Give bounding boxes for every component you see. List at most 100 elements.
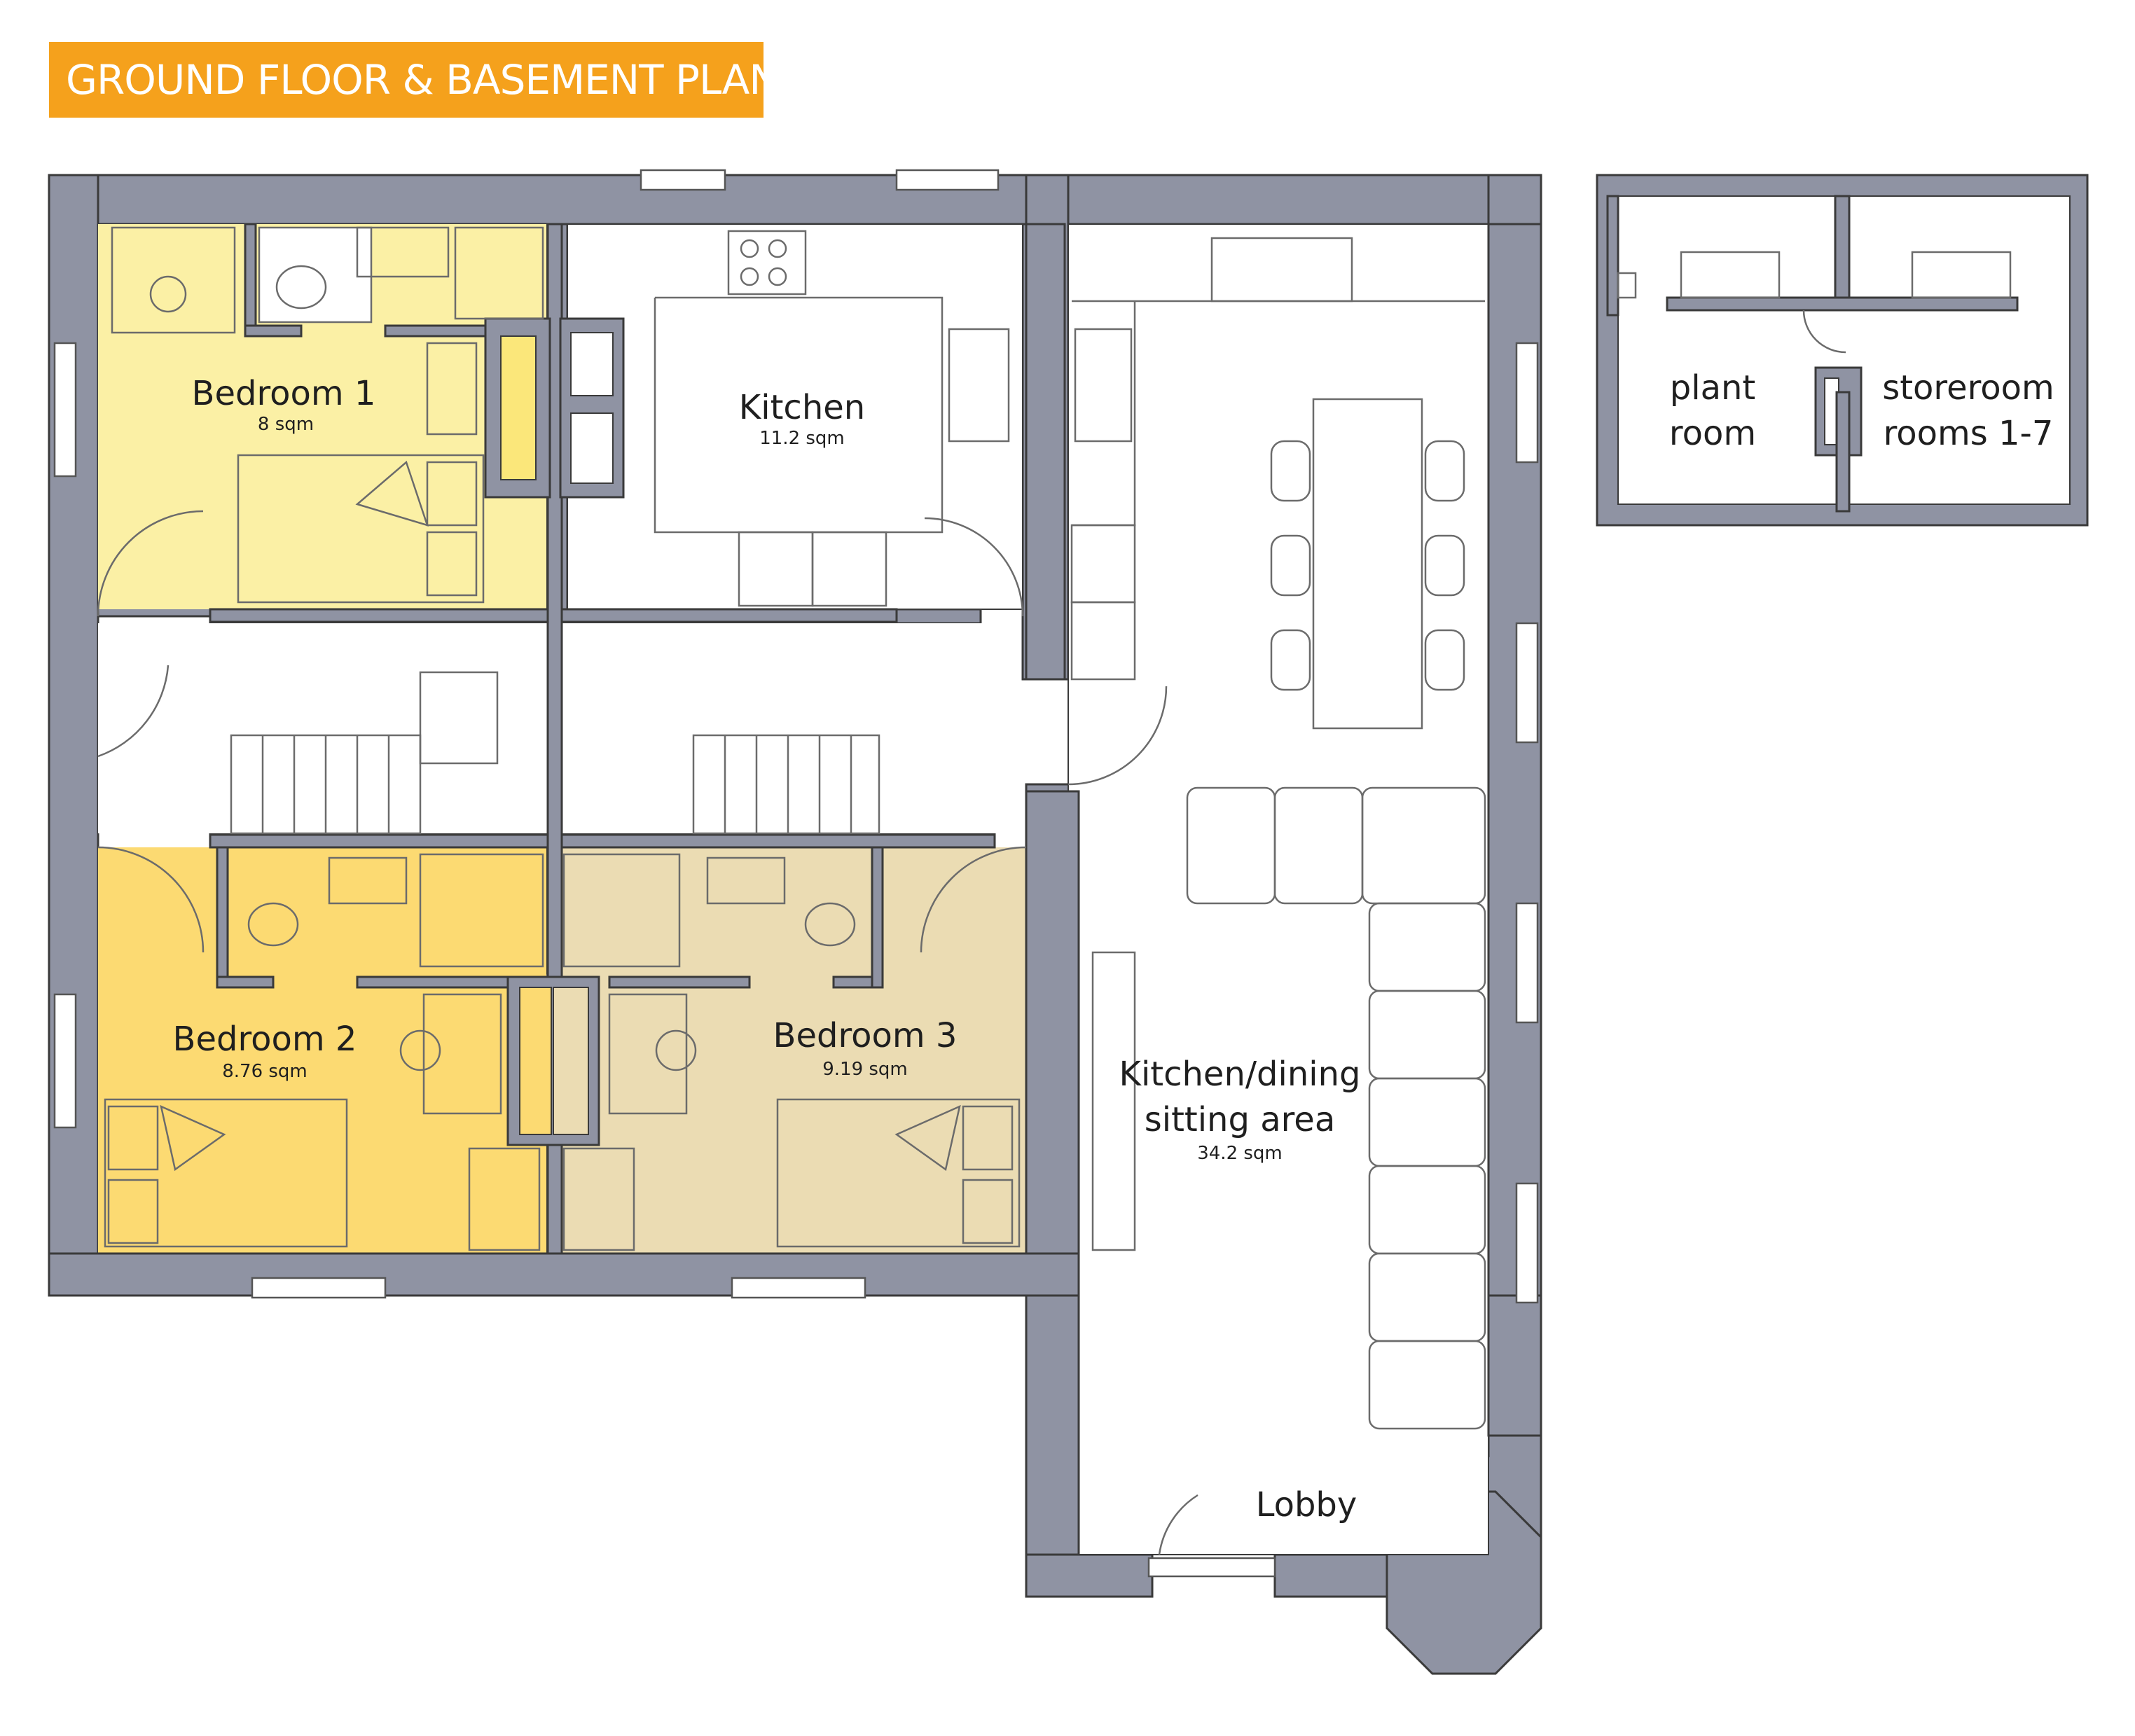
pillow-bedroom-1b	[426, 531, 478, 597]
bedrooms-top-wall	[209, 833, 996, 849]
bedside-bedroom-1	[426, 342, 478, 436]
dining-chair	[1424, 534, 1465, 597]
toilet-1	[275, 265, 327, 310]
kitchen-bottom-wall	[559, 608, 898, 623]
kitchen-dining-label-line1: Kitchen/dining	[1119, 1055, 1360, 1094]
bedroom-2-label: Bedroom 2	[173, 1020, 357, 1059]
window-left-1	[53, 342, 77, 478]
ensuite-2-wall-h2	[356, 975, 513, 989]
pillow-bedroom-2b	[107, 1179, 159, 1244]
ensuite-1-wall-h1	[244, 324, 303, 338]
wardrobe-2	[519, 987, 552, 1135]
basement-door-swing	[1802, 310, 1846, 354]
door-swing-dining	[1068, 686, 1168, 786]
window-bottom-1	[251, 1277, 387, 1299]
pillow-bedroom-1a	[426, 461, 478, 527]
bedside-bedroom-3	[562, 1147, 635, 1251]
pillow-bedroom-3a	[962, 1105, 1014, 1171]
dining-chair	[1424, 629, 1465, 691]
bed-fold-1	[355, 460, 429, 527]
window-bottom-2	[731, 1277, 866, 1299]
dining-chair	[1270, 534, 1311, 597]
fixtures	[97, 226, 1486, 1555]
hob-kitchen	[727, 230, 807, 296]
kitchen-unit-2	[811, 531, 887, 607]
ensuite-1-wall-h2	[384, 324, 492, 338]
window-right-1	[1515, 342, 1539, 464]
internal-walls	[48, 223, 1542, 1556]
bed-fold-3	[894, 1104, 961, 1172]
ensuite-3-wall-h1	[608, 975, 751, 989]
storerooms-label-line1: storeroom	[1882, 368, 2054, 408]
lobby-label: Lobby	[1256, 1485, 1357, 1525]
chair-bedroom-1	[149, 275, 187, 313]
door-swing-bedroom-2	[97, 846, 205, 953]
top-wall	[48, 174, 1542, 225]
sideboard	[1091, 951, 1136, 1251]
door-swing-entrance	[97, 665, 170, 758]
chair-bedroom-3	[655, 1029, 697, 1071]
basement-stairs-2	[1911, 251, 2012, 299]
ensuite-3-wall-v	[871, 846, 884, 989]
door-swing-lobby	[1158, 1494, 1198, 1555]
plant-room-label-line2: room	[1669, 414, 1756, 453]
desk-bedroom-3	[608, 993, 688, 1115]
hob-ring-2	[768, 239, 787, 258]
bedroom-2-floor	[98, 847, 546, 1254]
bed-fold-2	[160, 1104, 226, 1172]
storerooms-label-line2: rooms 1-7	[1884, 414, 2054, 453]
wardrobe-1	[500, 335, 537, 480]
kitchen-counter	[654, 296, 944, 534]
kitchen-dining-label-line2: sitting area	[1145, 1100, 1336, 1139]
plan-title: GROUND FLOOR & BASEMENT PLAN	[66, 56, 780, 104]
kitchen-sink	[948, 328, 1010, 443]
sink-1	[356, 226, 450, 278]
windows	[53, 169, 1539, 1578]
window-lobby	[1147, 1557, 1276, 1578]
room-labels: Bedroom 1 8 sqm Kitchen 11.2 sqm Bedroom…	[173, 368, 2054, 1525]
bedroom-1-bottom-wall	[209, 608, 562, 623]
sofa-seat	[1368, 1340, 1486, 1430]
door-swing-bedroom-1	[97, 510, 204, 617]
door-swing-kitchen	[924, 517, 1024, 617]
window-left-2	[53, 993, 77, 1129]
kitchen-east-wall	[1025, 223, 1066, 681]
dining-chair	[1270, 440, 1311, 502]
lounge-east-wall-lower	[1487, 1294, 1542, 1437]
window-top-2	[895, 169, 1000, 191]
dining-sink	[1074, 328, 1133, 443]
toilet-2	[247, 902, 299, 947]
lounge-west-wall	[1025, 790, 1080, 1556]
cupboard-a	[570, 332, 614, 396]
bed-bedroom-3	[776, 1098, 1021, 1248]
bed-bedroom-2	[104, 1098, 348, 1248]
ensuite-1-wall-v	[244, 223, 257, 331]
bedroom-3-area: 9.19 sqm	[822, 1059, 908, 1080]
plan-title-banner: GROUND FLOOR & BASEMENT PLAN	[49, 42, 780, 118]
window-right-4	[1515, 1182, 1539, 1304]
basement-wall-left	[1606, 195, 1619, 317]
cupboard-b	[570, 412, 614, 484]
wardrobe-3	[553, 987, 589, 1135]
lounge-bottom-wall-right	[1273, 1553, 1395, 1598]
dining-chair	[1270, 629, 1311, 691]
door-swing-bedroom-3	[920, 846, 1027, 953]
window-right-3	[1515, 902, 1539, 1024]
ensuite-2-wall-h1	[216, 975, 275, 989]
basement-meter	[1617, 272, 1637, 299]
basement-plan	[1596, 174, 2089, 527]
plant-room-label-line1: plant	[1670, 368, 1755, 408]
basement-stairs-1	[1680, 251, 1781, 299]
bedroom-2-area: 8.76 sqm	[222, 1061, 308, 1082]
bedrooms-south-wall	[48, 1252, 1080, 1297]
window-right-2	[1515, 622, 1539, 744]
chair-bedroom-2	[399, 1029, 441, 1071]
bedroom-3-label: Bedroom 3	[773, 1016, 958, 1055]
toilet-3	[804, 902, 856, 947]
desk-bedroom-1	[111, 226, 236, 334]
shower-1	[454, 226, 544, 320]
basement-wall-mid-top	[1834, 195, 1851, 306]
hob-ring-4	[768, 267, 787, 286]
dining-table	[1312, 398, 1423, 730]
